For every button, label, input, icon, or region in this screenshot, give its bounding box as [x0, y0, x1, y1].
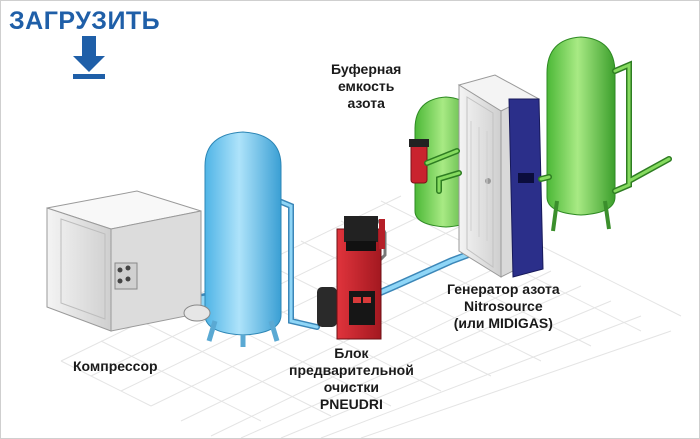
pneudri-label-line-4: PNEUDRI: [319, 396, 383, 412]
generator-label-line-3: (или MIDIGAS): [453, 315, 553, 331]
air-receiver-tank: [183, 131, 282, 347]
nitrogen-pipes: [424, 60, 672, 194]
pneudri-unit: [317, 216, 385, 340]
load-button[interactable]: ЗАГРУЗИТЬ: [9, 7, 161, 35]
pneudri-label-line-2: предварительной: [289, 362, 414, 378]
buffer-label-line-2: емкость: [337, 78, 395, 94]
compressor-label: Компрессор: [73, 358, 158, 374]
generator-label-line-2: Nitrosource: [464, 298, 543, 314]
arrow-down-icon[interactable]: [71, 36, 109, 80]
pneudri-label-line-1: Блок: [334, 345, 369, 361]
buffer-label-line-1: Буферная: [331, 61, 402, 77]
buffer-tank-label: Буферная емкость азота: [331, 61, 401, 112]
pneudri-label: Блок предварительной очистки PNEUDRI: [289, 345, 414, 413]
generator-label-line-1: Генератор азота: [447, 281, 560, 297]
buffer-label-line-3: азота: [347, 95, 385, 111]
generator-label: Генератор азота Nitrosource (или MIDIGAS…: [447, 281, 560, 332]
nitrogen-storage-tank: [546, 36, 616, 232]
nitrogen-generator: [457, 74, 544, 278]
compressor: [46, 190, 202, 332]
pneudri-label-line-3: очистки: [323, 379, 379, 395]
